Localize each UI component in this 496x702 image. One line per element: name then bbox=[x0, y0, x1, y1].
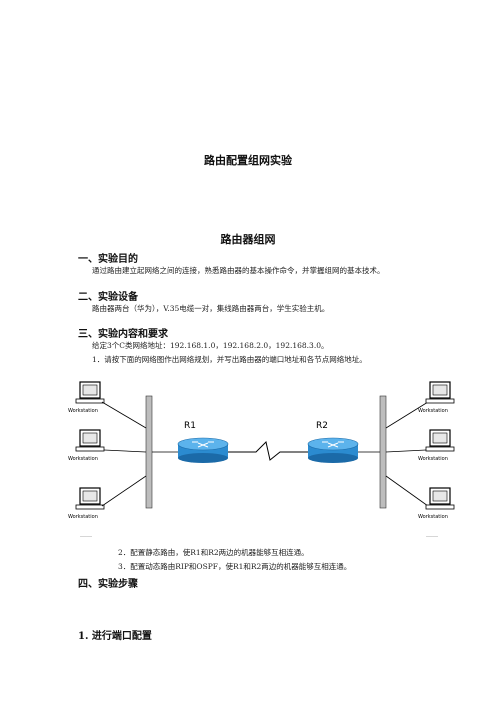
section-heading-4: 四、实验步骤 bbox=[78, 579, 138, 590]
workstation-right-2: Workstation bbox=[418, 429, 455, 462]
workstation-left-2: Workstation bbox=[68, 429, 105, 462]
section-1-text: 通过路由建立起网络之间的连接，熟悉路由器的基本操作命令，并掌握组网的基本技术。 bbox=[92, 266, 385, 275]
hub-left bbox=[145, 395, 153, 509]
workstation-label: Workstation bbox=[68, 456, 98, 462]
router-r1-label: R1 bbox=[184, 421, 196, 431]
ellipsis-left: …… bbox=[80, 532, 92, 539]
section-3-line-1: 给定3个C类网络地址：192.168.1.0，192.168.2.0，192.1… bbox=[92, 341, 329, 350]
section-2-text: 路由器两台（华为），V.35电缆一对，集线路由器两台，学生实验主机。 bbox=[92, 304, 330, 313]
workstation-label: Workstation bbox=[418, 514, 448, 520]
section-heading-2: 二、实验设备 bbox=[78, 292, 138, 303]
workstation-left-3: Workstation bbox=[68, 487, 105, 520]
hub-right bbox=[379, 395, 387, 509]
router-r1-icon bbox=[177, 437, 229, 463]
router-r2-label: R2 bbox=[316, 421, 328, 431]
network-diagram: Workstation Workstation Workstation …… R… bbox=[68, 381, 455, 539]
after-diagram-line-1: 2．配置静态路由，使R1和R2两边的机器能够互相连通。 bbox=[118, 548, 309, 557]
subtitle: 路由器组网 bbox=[220, 233, 276, 246]
ellipsis-right: …… bbox=[426, 532, 438, 539]
section-heading-3: 三、实验内容和要求 bbox=[78, 329, 168, 340]
router-r2-icon bbox=[307, 437, 359, 463]
workstation-left-1: Workstation bbox=[68, 381, 105, 414]
workstation-label: Workstation bbox=[68, 514, 98, 520]
workstation-right-1: Workstation bbox=[418, 381, 455, 414]
workstation-right-3: Workstation bbox=[418, 487, 455, 520]
section-heading-1: 一、实验目的 bbox=[78, 254, 138, 265]
main-title: 路由配置组网实验 bbox=[204, 154, 292, 167]
step-1-heading: 1. 进行端口配置 bbox=[78, 631, 152, 642]
after-diagram-line-2: 3．配置动态路由RIP和OSPF，使R1和R2两边的机器能够互相连通。 bbox=[118, 562, 352, 571]
workstation-label: Workstation bbox=[68, 408, 98, 414]
workstation-label: Workstation bbox=[418, 408, 448, 414]
workstation-label: Workstation bbox=[418, 456, 448, 462]
section-3-line-2: 1．请按下面的网络图作出网络规划，并写出路由器的端口地址和各节点网络地址。 bbox=[92, 355, 367, 364]
